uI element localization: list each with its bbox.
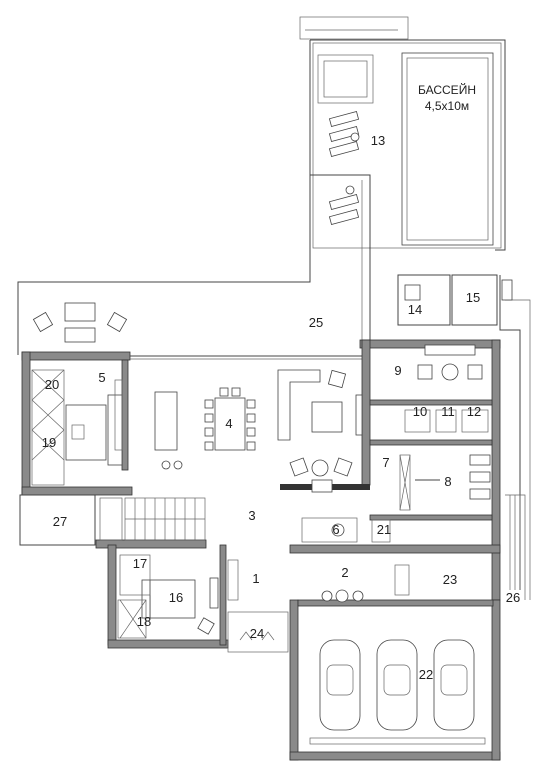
pool-size: 4,5x10м [425,99,469,113]
pool [401,52,494,246]
room-label-21: 21 [377,522,391,537]
room-label-14: 14 [408,302,422,317]
room-label-7: 7 [382,455,389,470]
room-label-9: 9 [394,363,401,378]
lounge [277,369,370,493]
sun-lounger [328,126,360,142]
room-label-22: 22 [419,667,433,682]
staircase [99,497,206,541]
spa-block [301,344,491,543]
pool-title: БАССЕЙН [418,82,476,97]
room-label-18: 18 [137,614,151,629]
room-label-17: 17 [133,556,147,571]
bar-counter [154,391,178,451]
room-label-27: 27 [53,514,67,529]
room-label-24: 24 [250,626,264,641]
room-label-8: 8 [444,474,451,489]
car [319,639,361,731]
sun-lounger [328,111,360,127]
room-label-6: 6 [332,522,339,537]
room-label-2: 2 [341,565,348,580]
room-label-5: 5 [98,370,105,385]
room-label-4: 4 [225,416,232,431]
bed [149,579,196,619]
pool-service-rooms [397,274,531,600]
pool-label: БАССЕЙН 4,5x10м [418,82,476,113]
coffee-table [311,401,343,433]
room-label-19: 19 [42,435,56,450]
outdoor-sofa [64,302,96,322]
room-label-13: 13 [371,133,385,148]
room-label-15: 15 [466,290,480,305]
room-label-20: 20 [45,377,59,392]
room-label-12: 12 [467,404,481,419]
corner-sofa [277,369,321,441]
room-label-10: 10 [413,404,427,419]
room-label-16: 16 [169,590,183,605]
pool-terrace [17,16,506,355]
room-labels: 1 2 3 4 5 6 7 8 9 10 11 12 13 14 15 16 1… [42,133,520,682]
room-label-23: 23 [443,572,457,587]
room-27-outline [19,494,96,546]
room-label-3: 3 [248,508,255,523]
room-label-26: 26 [506,590,520,605]
fireplace [311,479,333,493]
sun-lounger [328,209,360,225]
kitchen-island [65,404,107,461]
bedroom [117,554,219,639]
car [433,639,475,731]
sun-lounger [328,141,360,157]
dining-table [214,397,246,451]
room-label-11: 11 [441,404,455,419]
car [376,639,418,731]
room-label-1: 1 [252,571,259,586]
jacuzzi [317,54,374,104]
house-walls [21,339,501,761]
garage [309,639,486,745]
dining-area [204,387,256,451]
sun-lounger [328,194,360,210]
room-label-25: 25 [309,315,323,330]
kitchen [31,369,183,486]
entrance-hall [227,559,410,653]
